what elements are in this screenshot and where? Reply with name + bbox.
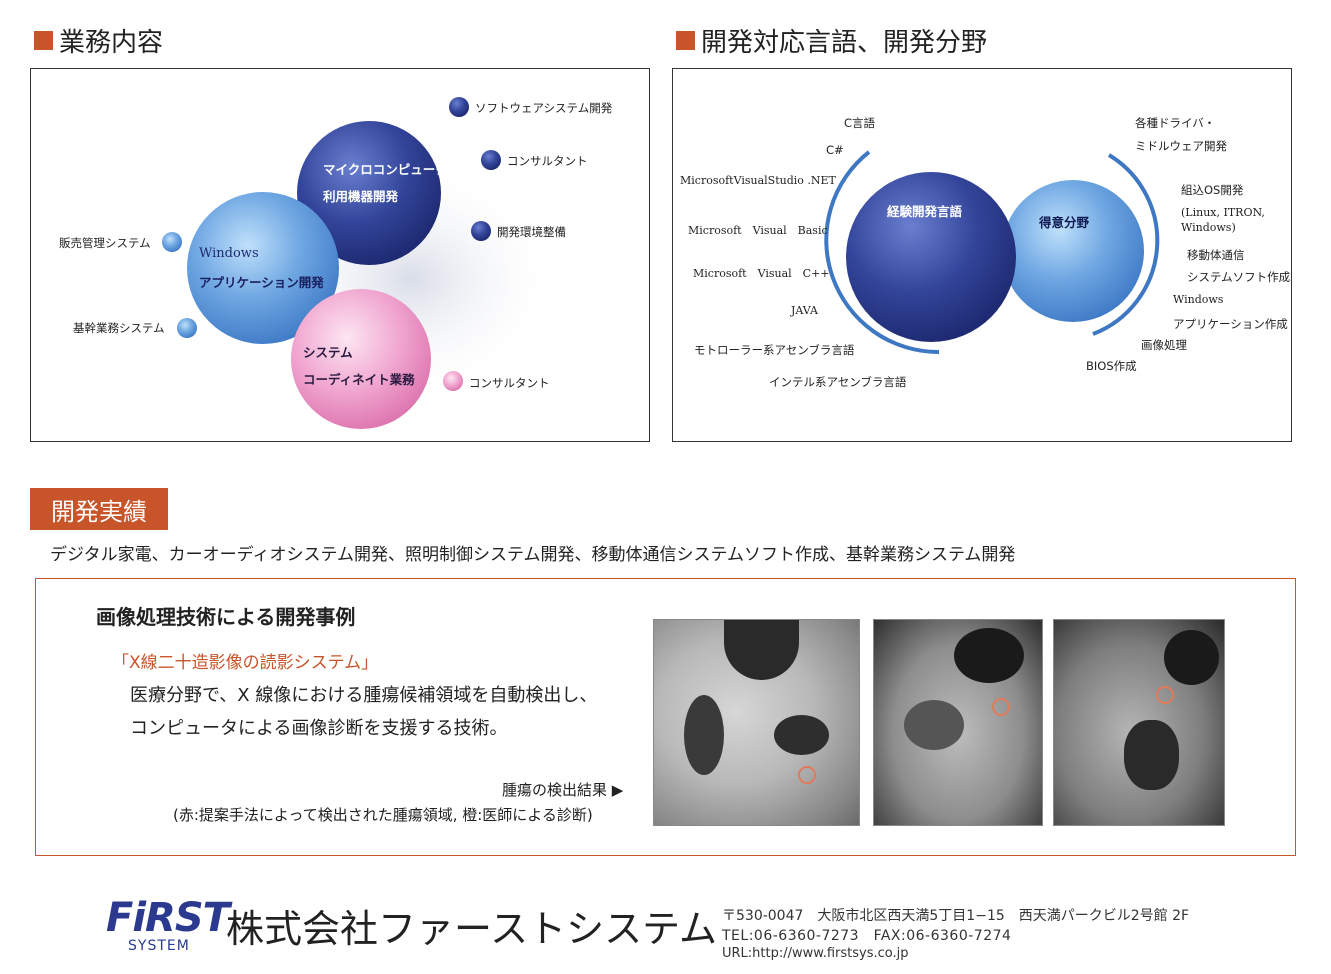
coordinate-line1: システム	[303, 345, 353, 360]
field-os-list-2: Windows)	[1181, 221, 1236, 234]
dot-label-sales: 販売管理システム	[59, 236, 151, 250]
right-arc	[1092, 153, 1160, 336]
company-name: 株式会社ファーストシステム	[226, 907, 717, 951]
square-bullet-icon	[34, 31, 53, 50]
business-bubbles	[162, 97, 561, 429]
field-driver-1: 各種ドライバ・	[1135, 116, 1216, 130]
case-title: 画像処理技術による開発事例	[96, 605, 356, 629]
results-badge: 開発実績	[30, 488, 168, 530]
windows-line2: アプリケーション開発	[199, 275, 324, 290]
case-caption-1: 腫瘍の検出結果 ▶	[502, 781, 624, 799]
field-bubble	[1002, 180, 1144, 322]
windows-bubble	[187, 192, 339, 344]
microcomputer-line1: マイクロコンピュータ	[323, 162, 448, 177]
case-subtitle: 「X線二十造影像の読影システム」	[112, 653, 379, 673]
results-summary: デジタル家電、カーオーディオシステム開発、照明制御システム開発、移動体通信システ…	[50, 545, 1016, 565]
language-bubble	[846, 172, 1016, 342]
company-url[interactable]: URL:http://www.firstsys.co.jp	[722, 946, 909, 961]
section-title-business: 業務内容	[34, 22, 163, 59]
dot-pink-1	[443, 371, 463, 391]
lang-vcpp: Microsoft Visual C++	[693, 267, 830, 280]
case-caption-2: (赤:提案手法によって検出された腫瘍領域, 橙:医師による診断)	[173, 806, 593, 824]
dot-label-devenv: 開発環境整備	[497, 225, 566, 239]
lang-vs-net: MicrosoftVisualStudio .NET	[680, 174, 836, 187]
dot-label-consultant-2: コンサルタント	[469, 376, 550, 390]
field-system-soft: システムソフト作成	[1187, 270, 1291, 284]
xray-image-3	[1053, 619, 1225, 826]
field-app: アプリケーション作成	[1173, 317, 1288, 331]
lang-motorola: モトローラー系アセンブラ言語	[694, 343, 855, 357]
lang-intel: インテル系アセンブラ言語	[769, 375, 907, 389]
lang-csharp: C#	[826, 143, 844, 157]
company-tel: TEL:06-6360-7273 FAX:06-6360-7274	[722, 928, 1012, 944]
case-desc-1: 医療分野で、X 線像における腫瘍候補領域を自動検出し、	[130, 685, 598, 706]
xray-image-1	[653, 619, 860, 826]
languages-panel: 経験開発言語 得意分野 C言語 C# MicrosoftVisualStudio…	[672, 68, 1292, 442]
field-os-list-1: (Linux, ITRON,	[1181, 206, 1265, 219]
field-embedded-os: 組込OS開発	[1181, 183, 1244, 197]
company-address: 〒530-0047 大阪市北区西天満5丁目1−15 西天満パークビル2号館 2F	[722, 908, 1190, 924]
lang-java: JAVA	[791, 304, 818, 317]
business-panel: マイクロコンピュータ 利用機器開発 Windows アプリケーション開発 システ…	[30, 68, 650, 442]
lang-c: C言語	[844, 116, 876, 130]
field-bios: BIOS作成	[1086, 359, 1137, 373]
languages-bubbles	[824, 150, 1160, 355]
case-box: 画像処理技術による開発事例 「X線二十造影像の読影システム」 医療分野で、X 線…	[35, 578, 1296, 856]
dot-label-core: 基幹業務システム	[73, 321, 165, 335]
dot-navy-3	[471, 221, 491, 241]
xray-image-2	[873, 619, 1043, 826]
dot-blue-2	[177, 318, 197, 338]
language-bubble-label: 経験開発言語	[887, 204, 963, 219]
dot-label-consultant-1: コンサルタント	[507, 154, 588, 168]
microcomputer-line2: 利用機器開発	[323, 189, 399, 204]
left-arc	[824, 150, 940, 355]
coordinate-bubble	[291, 289, 431, 429]
lang-vb: Microsoft Visual Basic	[688, 224, 828, 237]
case-desc-2: コンピュータによる画像診断を支援する技術。	[130, 718, 508, 739]
field-bubble-label: 得意分野	[1039, 215, 1090, 230]
dot-navy-2	[481, 150, 501, 170]
field-mobile: 移動体通信	[1187, 248, 1245, 262]
windows-line1: Windows	[199, 246, 259, 261]
field-windows: Windows	[1173, 293, 1224, 306]
logo-text: FiRST	[106, 895, 230, 941]
microcomputer-bubble	[297, 121, 441, 265]
dot-label-software: ソフトウェアシステム開発	[475, 101, 613, 115]
dot-navy-1	[449, 97, 469, 117]
field-image: 画像処理	[1141, 338, 1187, 352]
square-bullet-icon	[676, 31, 695, 50]
section-title-languages: 開発対応言語、開発分野	[676, 22, 987, 59]
field-driver-2: ミドルウェア開発	[1135, 139, 1227, 153]
coordinate-line2: コーディネイト業務	[303, 372, 415, 387]
logo-subtext: SYSTEM	[128, 938, 190, 954]
dot-blue-1	[162, 232, 182, 252]
